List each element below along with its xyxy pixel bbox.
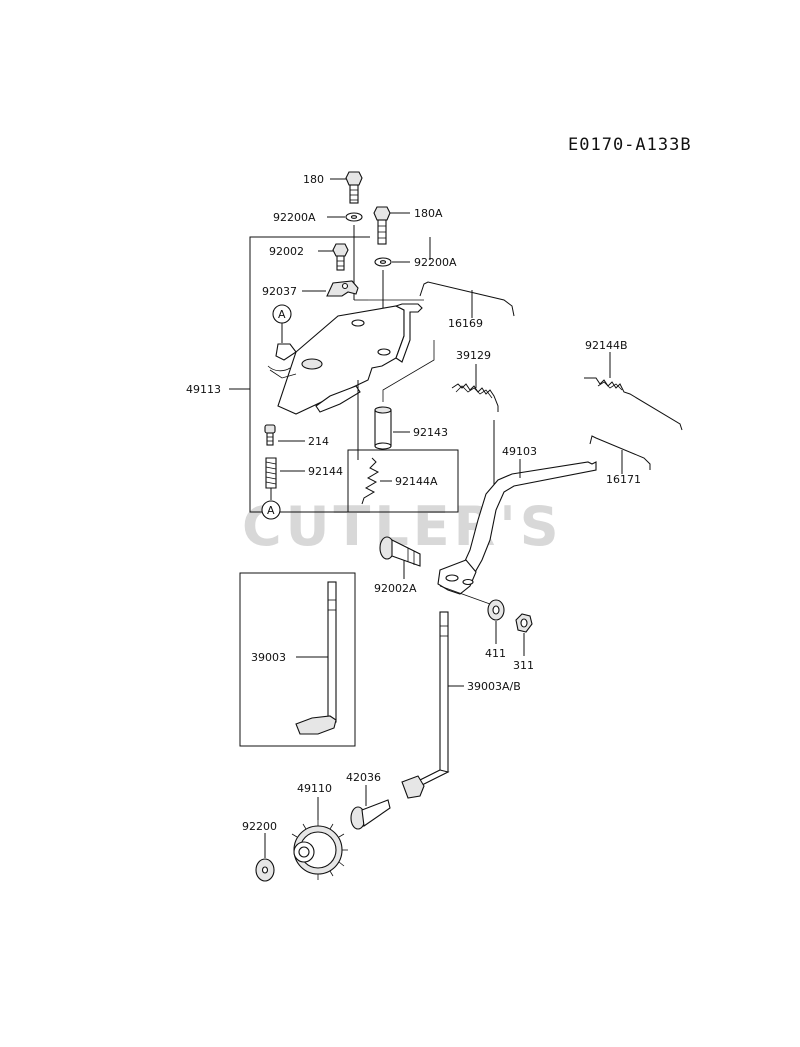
label-39003AB: 39003A/B	[467, 680, 521, 693]
washer-92200	[255, 833, 275, 882]
bolt-180A	[373, 206, 410, 245]
gear-49110	[291, 797, 348, 880]
shaft-39003-box	[239, 572, 356, 747]
callout-a-bottom-letter: A	[267, 504, 275, 517]
washer-411	[487, 599, 505, 644]
label-180: 180	[303, 173, 324, 186]
spring-39129	[451, 364, 499, 510]
spring-92144B	[584, 352, 683, 431]
label-92200: 92200	[242, 820, 277, 833]
bracket-assembly-box	[249, 236, 459, 513]
label-92143: 92143	[413, 426, 448, 439]
label-92144: 92144	[308, 465, 343, 478]
label-92002A: 92002A	[374, 582, 417, 595]
label-92144B: 92144B	[585, 339, 628, 352]
label-311: 311	[513, 659, 534, 672]
screw-214	[264, 424, 305, 446]
rod-16171	[589, 435, 651, 474]
bolt-92002	[318, 243, 349, 271]
pin-42036	[350, 785, 391, 830]
label-16171: 16171	[606, 473, 641, 486]
label-214: 214	[308, 435, 329, 448]
bracket-plate	[267, 303, 423, 415]
label-92200A-top: 92200A	[273, 211, 316, 224]
lever-49103	[437, 459, 597, 605]
callout-a-top-letter: A	[278, 308, 286, 321]
label-92037: 92037	[262, 285, 297, 298]
label-39003: 39003	[251, 651, 286, 664]
label-42036: 42036	[346, 771, 381, 784]
spring-92144	[265, 457, 305, 500]
label-49103: 49103	[502, 445, 537, 458]
spring-92144A	[357, 380, 392, 505]
callout-a-top: A	[272, 304, 292, 343]
washer-92200A-top	[327, 212, 363, 222]
label-16169: 16169	[448, 317, 483, 330]
bolt-180	[330, 171, 363, 300]
label-411: 411	[485, 647, 506, 660]
clip-92037	[302, 280, 359, 297]
shaft-39003AB	[401, 611, 464, 799]
label-92200A-right: 92200A	[414, 256, 457, 269]
nut-311	[515, 613, 533, 656]
shaft-39003	[295, 581, 337, 735]
collar-92143	[374, 340, 435, 450]
rod-16169	[354, 281, 515, 318]
label-92002: 92002	[269, 245, 304, 258]
bolt-92002A	[379, 536, 421, 579]
label-49113: 49113	[186, 383, 221, 396]
label-180A: 180A	[414, 207, 443, 220]
label-39129: 39129	[456, 349, 491, 362]
callout-a-bottom: A	[261, 500, 281, 520]
label-92144A: 92144A	[395, 475, 438, 488]
label-49110: 49110	[297, 782, 332, 795]
diagram-code: E0170-A133B	[568, 135, 692, 155]
